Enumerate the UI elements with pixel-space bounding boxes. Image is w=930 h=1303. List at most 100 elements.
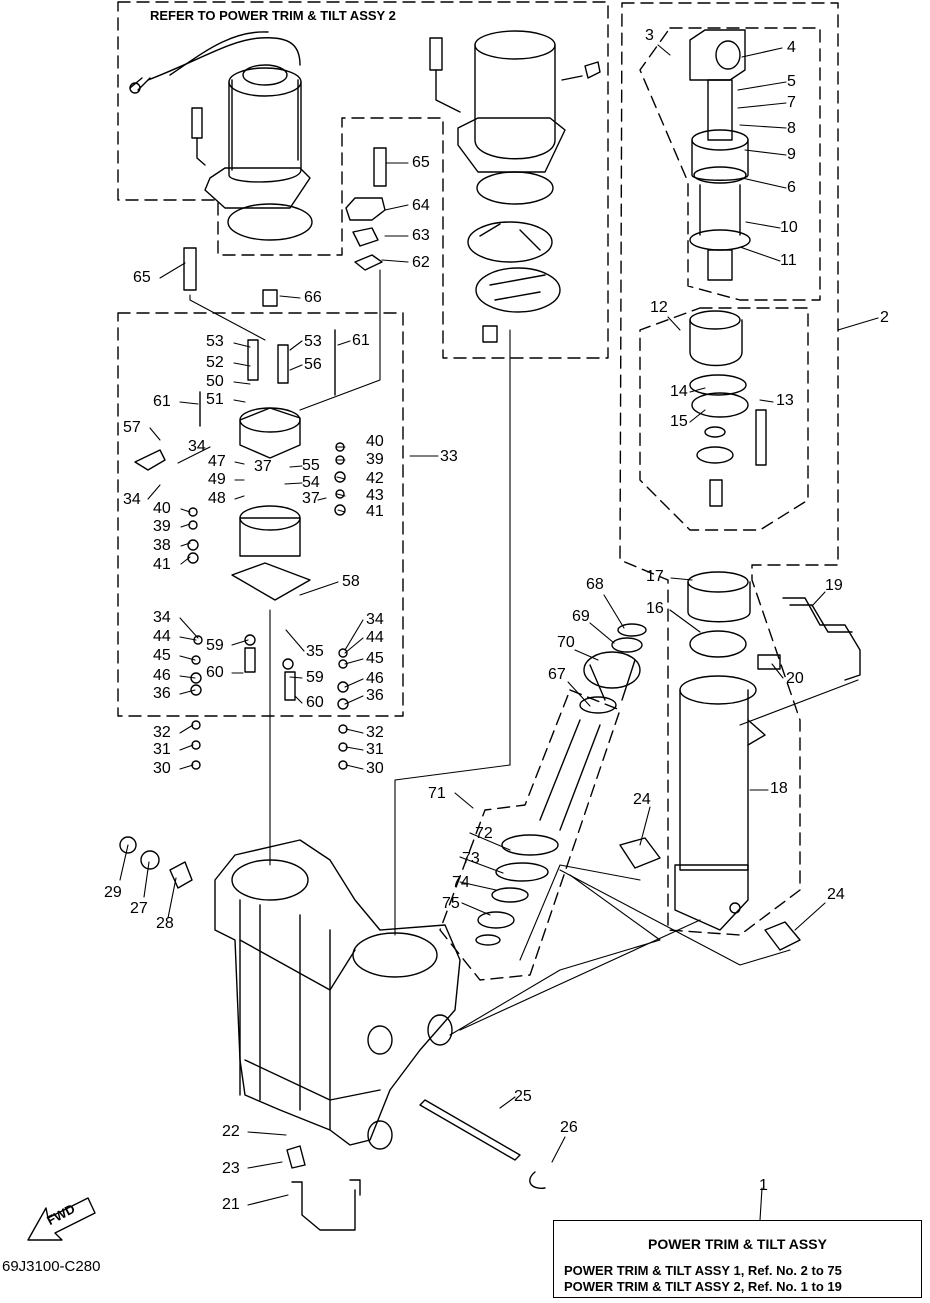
boundary-piston-rod [639, 27, 821, 301]
callout-73: 73 [462, 850, 480, 867]
callout-11: 11 [780, 252, 797, 269]
callout-59b: 59 [306, 669, 324, 686]
callout-45a: 45 [153, 647, 171, 664]
callout-34a: 34 [188, 438, 206, 455]
callout-51: 51 [206, 391, 224, 408]
callout-75: 75 [442, 895, 460, 912]
trim-motor-left [129, 31, 313, 241]
callout-14: 14 [670, 383, 688, 400]
callout-12: 12 [650, 299, 668, 316]
callout-69: 69 [572, 608, 590, 625]
callout-34c: 34 [153, 609, 171, 626]
callout-3: 3 [645, 27, 654, 44]
boundary-free-piston [639, 307, 809, 531]
callout-68: 68 [586, 576, 604, 593]
callout-43: 43 [366, 487, 384, 504]
boundary-tilt-cylinder-assy [619, 2, 839, 936]
fwd-arrow-icon [27, 1197, 96, 1241]
legend-line-2: POWER TRIM & TILT ASSY 2, Ref. No. 1 to … [564, 1279, 842, 1294]
boundary-trim-cylinder [439, 689, 621, 981]
callout-28: 28 [156, 915, 174, 932]
callout-26: 26 [560, 1119, 578, 1136]
leader-lines [119, 44, 879, 1221]
callout-42: 42 [366, 470, 384, 487]
pump-body [134, 339, 349, 770]
callout-19: 19 [825, 577, 843, 594]
trim-cylinder-parts [475, 623, 647, 946]
callout-70: 70 [557, 634, 575, 651]
callout-50: 50 [206, 373, 224, 390]
callout-5: 5 [787, 73, 796, 90]
callout-62: 62 [412, 254, 430, 271]
callout-34d: 34 [366, 611, 384, 628]
boundary-pump-assy [117, 312, 404, 717]
callout-59a: 59 [206, 637, 224, 654]
callout-60b: 60 [306, 694, 324, 711]
callout-30b: 30 [366, 760, 384, 777]
callout-18: 18 [770, 780, 788, 797]
callout-6: 6 [787, 179, 796, 196]
callout-10: 10 [780, 219, 798, 236]
callout-47: 47 [208, 453, 226, 470]
callout-34b: 34 [123, 491, 141, 508]
callout-74: 74 [452, 874, 470, 891]
callout-66: 66 [304, 289, 322, 306]
callout-33: 33 [440, 448, 458, 465]
callout-31a: 31 [153, 741, 171, 758]
callout-41a: 41 [366, 503, 384, 520]
callout-16: 16 [646, 600, 664, 617]
callout-39a: 39 [366, 451, 384, 468]
callout-1: 1 [759, 1177, 768, 1194]
callout-36b: 36 [366, 687, 384, 704]
callout-32a: 32 [153, 724, 171, 741]
callout-46b: 46 [366, 670, 384, 687]
callout-17: 17 [646, 568, 664, 585]
callout-21: 21 [222, 1196, 240, 1213]
callout-8: 8 [787, 120, 796, 137]
callout-22: 22 [222, 1123, 240, 1140]
callout-64: 64 [412, 197, 430, 214]
callout-61b: 61 [153, 393, 171, 410]
callout-41b: 41 [153, 556, 171, 573]
callout-53b: 53 [304, 333, 322, 350]
assembly-boundaries [117, 1, 839, 981]
callout-39b: 39 [153, 518, 171, 535]
callout-45b: 45 [366, 650, 384, 667]
callout-65a: 65 [412, 154, 430, 171]
callout-58: 58 [342, 573, 360, 590]
callout-44b: 44 [366, 629, 384, 646]
callout-44a: 44 [153, 628, 171, 645]
callout-24b: 24 [827, 886, 845, 903]
callout-29: 29 [104, 884, 122, 901]
callout-37b: 37 [302, 490, 320, 507]
legend-box: POWER TRIM & TILT ASSY POWER TRIM & TILT… [553, 1220, 922, 1298]
tilt-cylinder-parts [619, 29, 861, 951]
callout-38: 38 [153, 537, 171, 554]
callout-40a: 40 [366, 433, 384, 450]
callout-61a: 61 [352, 332, 370, 349]
connection-lines [189, 269, 859, 1036]
callout-67: 67 [548, 666, 566, 683]
callout-63: 63 [412, 227, 430, 244]
callout-49: 49 [208, 471, 226, 488]
callout-25: 25 [514, 1088, 532, 1105]
callout-15: 15 [670, 413, 688, 430]
callout-30a: 30 [153, 760, 171, 777]
callout-2: 2 [880, 309, 889, 326]
callout-27: 27 [130, 900, 148, 917]
refer-note: REFER TO POWER TRIM & TILT ASSY 2 [150, 8, 396, 23]
callout-48: 48 [208, 490, 226, 507]
boundary-motor-assy [117, 1, 609, 359]
drawing-code: 69J3100-C280 [2, 1258, 101, 1275]
callout-32b: 32 [366, 724, 384, 741]
callout-46a: 46 [153, 667, 171, 684]
callout-13: 13 [776, 392, 794, 409]
callout-40b: 40 [153, 500, 171, 517]
callout-4: 4 [787, 39, 796, 56]
callout-55: 55 [302, 457, 320, 474]
callout-36a: 36 [153, 685, 171, 702]
legend-title: POWER TRIM & TILT ASSY [648, 1236, 827, 1252]
callout-56: 56 [304, 356, 322, 373]
callout-24a: 24 [633, 791, 651, 808]
pump-cover-parts [183, 147, 387, 396]
